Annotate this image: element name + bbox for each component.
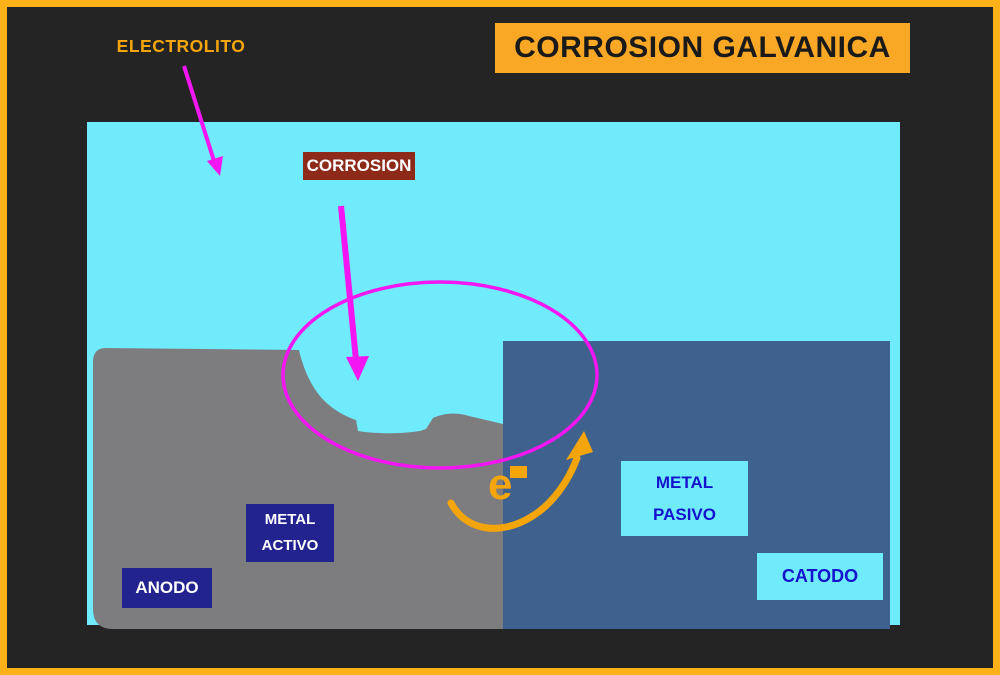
electron-symbol: e- [488,462,529,508]
corrosion-highlight-ellipse [281,280,599,470]
corrosion-arrow [338,205,369,381]
active-metal-block [93,348,503,629]
passive-metal-label: METAL PASIVO [621,461,748,536]
corrosion-label: CORROSION [303,152,415,180]
active-metal-label: METAL ACTIVO [246,504,334,562]
minus-superscript-icon: - [510,466,528,478]
electrolyte-arrow [182,65,223,176]
electron-flow-arrow [447,431,593,532]
electrolyte-label: ELECTROLITO [116,35,246,56]
page-title: CORROSION GALVANICA [495,23,910,73]
electron-letter: e [488,460,513,509]
anode-label: ANODO [122,568,212,608]
cathode-label: CATODO [757,553,883,600]
